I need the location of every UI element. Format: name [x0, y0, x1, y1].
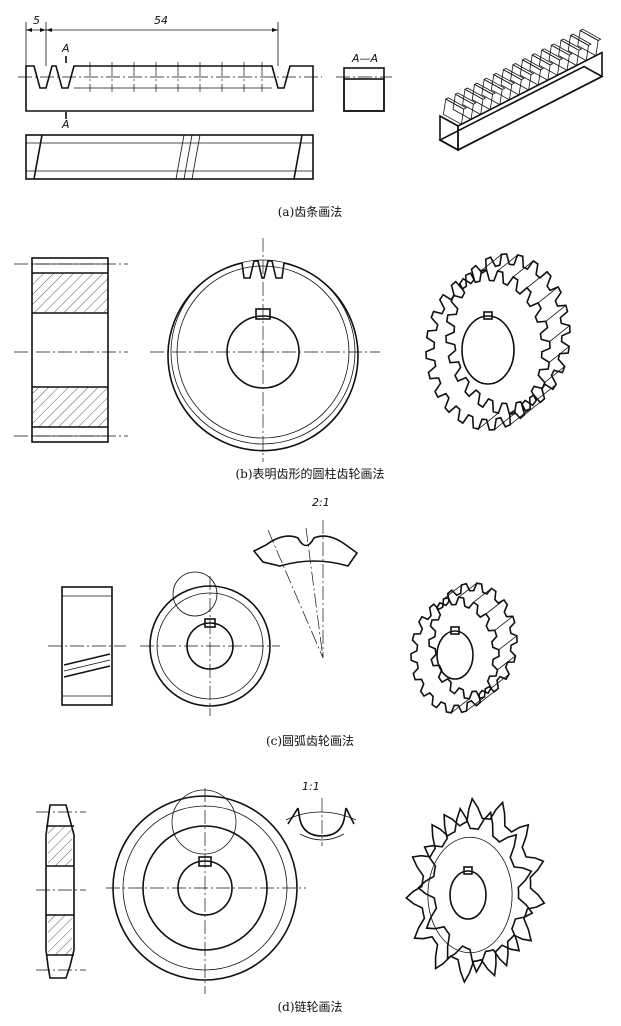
keyway	[483, 311, 493, 320]
rack-tooth-flank	[510, 64, 532, 91]
gear-bore	[461, 315, 515, 385]
arc-gear-detail: 2:1	[252, 496, 359, 659]
sprocket-isometric	[405, 796, 546, 984]
spur-gear-isometric	[425, 253, 571, 431]
rack-top-view	[25, 134, 314, 180]
caption-a: (a)齿条画法	[278, 205, 343, 219]
gear-front-face	[410, 596, 500, 714]
spur-gear-side-section	[14, 257, 128, 443]
rack-section-view: A—A	[336, 52, 392, 112]
tooth-edge	[545, 304, 567, 322]
rack-tooth-flank	[490, 73, 513, 101]
caption-d: (d)链轮画法	[277, 999, 342, 1014]
keyway	[450, 626, 460, 635]
sprocket-detail: 1:1	[285, 780, 357, 846]
tooth-edge	[548, 346, 570, 363]
scale-label-c: 2:1	[312, 496, 330, 509]
rack-tooth-flank	[452, 93, 474, 121]
tooth-edge	[524, 398, 545, 415]
sprocket-front-view	[106, 788, 306, 994]
section-mark-bottom: A	[61, 118, 70, 131]
gear-back-face	[428, 582, 518, 700]
rack-long-face	[457, 51, 603, 152]
sprocket-bore	[449, 870, 487, 920]
tooth-edge	[480, 688, 499, 703]
sprocket-front-face	[405, 806, 534, 984]
rack-front-view: 5 54 A A	[18, 14, 322, 131]
detail-circle-c	[172, 571, 218, 617]
detail-circle-d	[171, 789, 237, 855]
section-title: A—A	[351, 52, 378, 65]
rack-tooth-flank	[519, 59, 542, 86]
rack-tooth-top	[569, 33, 592, 46]
arc-gear-side-view	[48, 586, 126, 706]
rack-tooth-flank	[481, 78, 503, 106]
tooth-edge	[526, 271, 548, 289]
tooth-edge	[498, 635, 518, 651]
tooth-edge	[451, 698, 470, 714]
rack-tooth-flank	[462, 88, 484, 116]
caption-c: (c)圆弧齿轮画法	[266, 734, 354, 748]
tooth-edge	[544, 366, 565, 383]
tooth-edge	[458, 582, 477, 598]
section-mark-top: A	[61, 42, 70, 55]
tooth-edge	[497, 254, 518, 272]
tooth-edge	[497, 655, 516, 671]
tooth-edge	[549, 325, 570, 342]
tooth-edge	[537, 286, 559, 304]
rack-tooth-flank	[538, 49, 561, 76]
dim-label-54: 54	[154, 14, 168, 27]
tooth-edge	[478, 412, 499, 430]
dim-label-5: 5	[33, 14, 40, 27]
tooth-edge	[473, 588, 492, 603]
arc-gear-front-view	[140, 571, 280, 716]
tooth-edge	[443, 584, 462, 600]
rack-tooth-flank	[567, 34, 590, 62]
sprocket-hub	[427, 836, 513, 954]
rack-tooth-flank	[442, 98, 465, 125]
rack-tooth-flank	[558, 39, 580, 67]
tooth-edge	[535, 383, 557, 401]
tooth-edge	[494, 413, 515, 430]
gear-bore	[436, 630, 474, 680]
tooth-edge	[485, 599, 505, 615]
tooth-edge	[481, 254, 502, 271]
gear-front-face	[425, 269, 551, 431]
tooth-edge	[510, 408, 531, 425]
sprocket-side-section	[36, 804, 86, 979]
spur-gear-front-view	[150, 238, 380, 462]
rack-tooth-flank	[471, 83, 494, 111]
rack-isometric	[438, 28, 604, 152]
tooth-edge	[494, 616, 514, 631]
rack-tooth-flank	[577, 29, 599, 57]
rack-tooth-flank	[529, 54, 551, 81]
caption-b: (b)表明齿形的圆柱齿轮画法	[235, 466, 384, 481]
tooth-edge	[512, 260, 534, 278]
rack-tooth-flank	[500, 69, 522, 96]
tooth-edge	[490, 673, 510, 689]
scale-label-d: 1:1	[302, 780, 320, 793]
keyway	[463, 866, 473, 875]
arc-gear-isometric	[410, 582, 518, 714]
rack-tooth-flank	[548, 44, 570, 72]
rack-tooth-top	[579, 28, 602, 41]
